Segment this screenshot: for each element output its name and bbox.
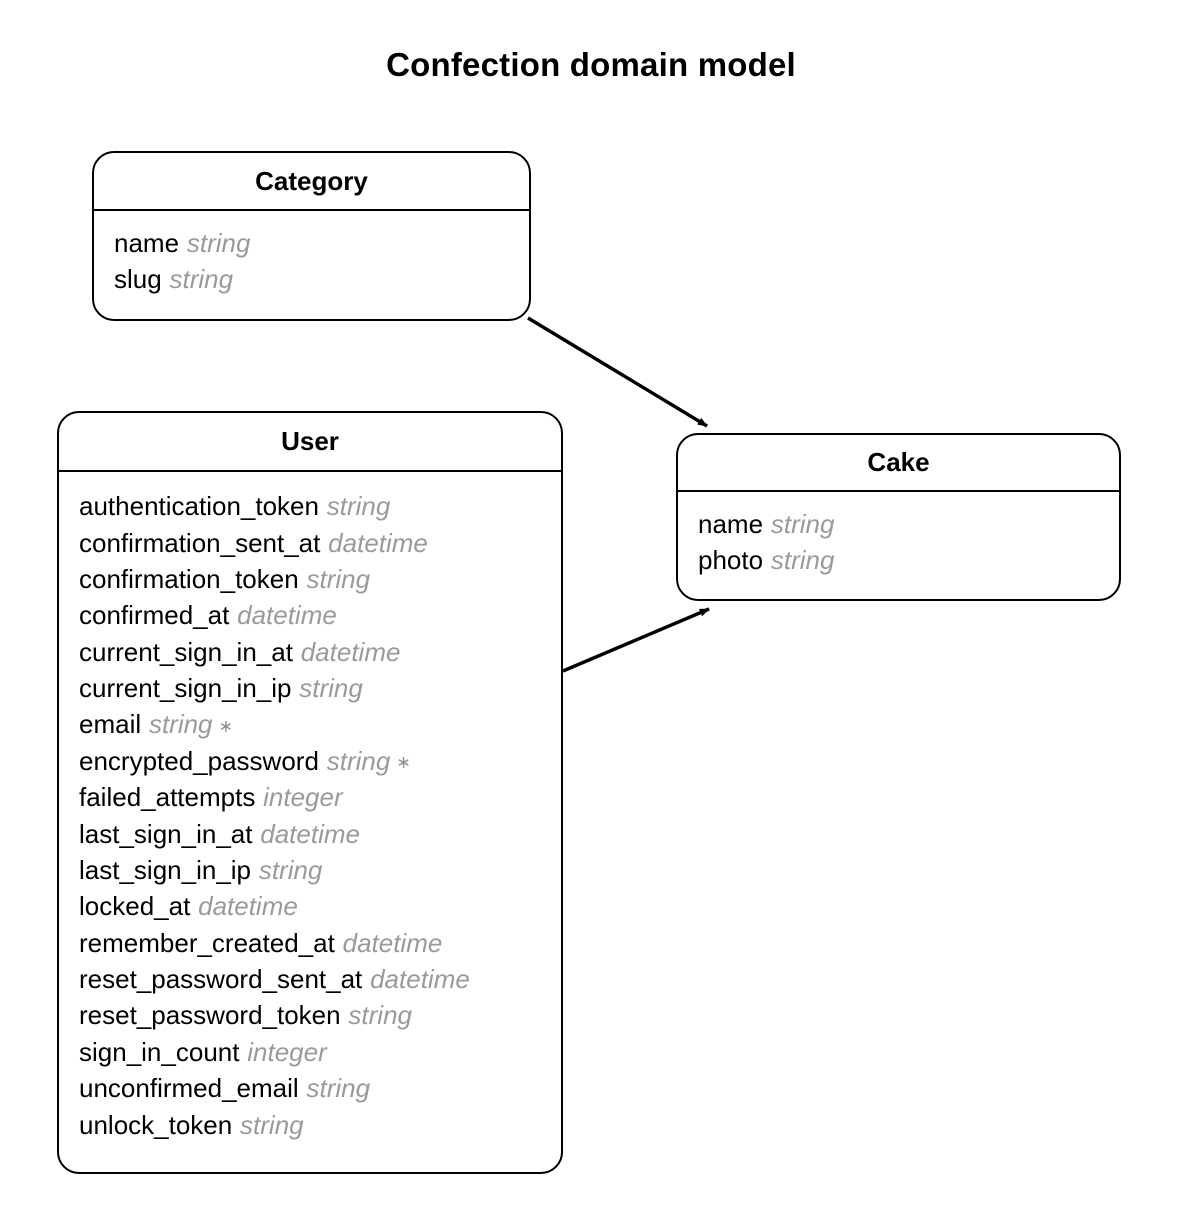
attribute-type: string bbox=[258, 854, 323, 885]
attribute-required-marker: ∗ bbox=[396, 752, 412, 773]
relationship-line-user-to-cake bbox=[562, 607, 710, 673]
attribute-type: datetime bbox=[237, 600, 337, 631]
attribute-name: slug bbox=[114, 264, 162, 294]
entity-user-title: User bbox=[59, 413, 561, 472]
entity-cake-title: Cake bbox=[678, 435, 1119, 492]
attribute-name: current_sign_in_ip bbox=[79, 673, 292, 704]
relationship-line-category-to-cake bbox=[527, 316, 708, 428]
attribute-type: datetime bbox=[300, 636, 401, 667]
attribute-name: locked_at bbox=[79, 891, 191, 922]
attribute-type: datetime bbox=[370, 964, 470, 995]
attribute-type: string bbox=[326, 491, 391, 522]
entity-category-title: Category bbox=[94, 153, 529, 211]
attribute-type: string bbox=[186, 228, 251, 258]
attribute-name: name bbox=[114, 228, 180, 258]
attribute-name: last_sign_in_ip bbox=[79, 854, 252, 885]
attribute-name: confirmed_at bbox=[79, 600, 230, 631]
attribute-type: string bbox=[240, 1109, 304, 1140]
attribute-type: integer bbox=[263, 782, 343, 813]
attribute-required-marker: ∗ bbox=[218, 716, 234, 737]
attribute-type: string bbox=[148, 709, 213, 740]
attribute-name: failed_attempts bbox=[79, 782, 256, 813]
attribute-type: string bbox=[770, 545, 835, 575]
attribute-name: reset_password_sent_at bbox=[79, 964, 363, 995]
attribute-name: unconfirmed_email bbox=[79, 1073, 299, 1104]
attribute-type: integer bbox=[247, 1036, 327, 1067]
attribute-name: remember_created_at bbox=[79, 927, 335, 958]
page-title: Confection domain model bbox=[386, 46, 796, 83]
attribute-name: name bbox=[698, 509, 764, 539]
attribute-type: datetime bbox=[260, 818, 360, 849]
attribute-name: encrypted_password bbox=[79, 745, 319, 776]
attribute-name: reset_password_token bbox=[79, 1000, 341, 1031]
attribute-type: string bbox=[306, 563, 371, 594]
attribute-name: authentication_token bbox=[79, 491, 319, 522]
attribute-name: current_sign_in_at bbox=[79, 636, 293, 667]
attribute-type: string bbox=[299, 673, 363, 704]
attribute-type: string bbox=[770, 509, 835, 539]
attribute-type: string bbox=[169, 264, 234, 294]
attribute-name: sign_in_count bbox=[79, 1036, 240, 1067]
attribute-name: unlock_token bbox=[79, 1109, 233, 1140]
attribute-name: confirmation_token bbox=[79, 563, 299, 594]
attribute-type: string bbox=[348, 1000, 412, 1031]
attribute-type: datetime bbox=[342, 927, 443, 958]
attribute-type: string bbox=[306, 1073, 371, 1104]
attribute-type: datetime bbox=[198, 891, 298, 922]
attribute-type: string bbox=[326, 745, 391, 776]
attribute-name: confirmation_sent_at bbox=[79, 527, 321, 558]
attribute-name: photo bbox=[698, 545, 764, 575]
attribute-name: email bbox=[79, 709, 142, 740]
attribute-name: last_sign_in_at bbox=[79, 818, 253, 849]
attribute-type: datetime bbox=[328, 527, 428, 558]
